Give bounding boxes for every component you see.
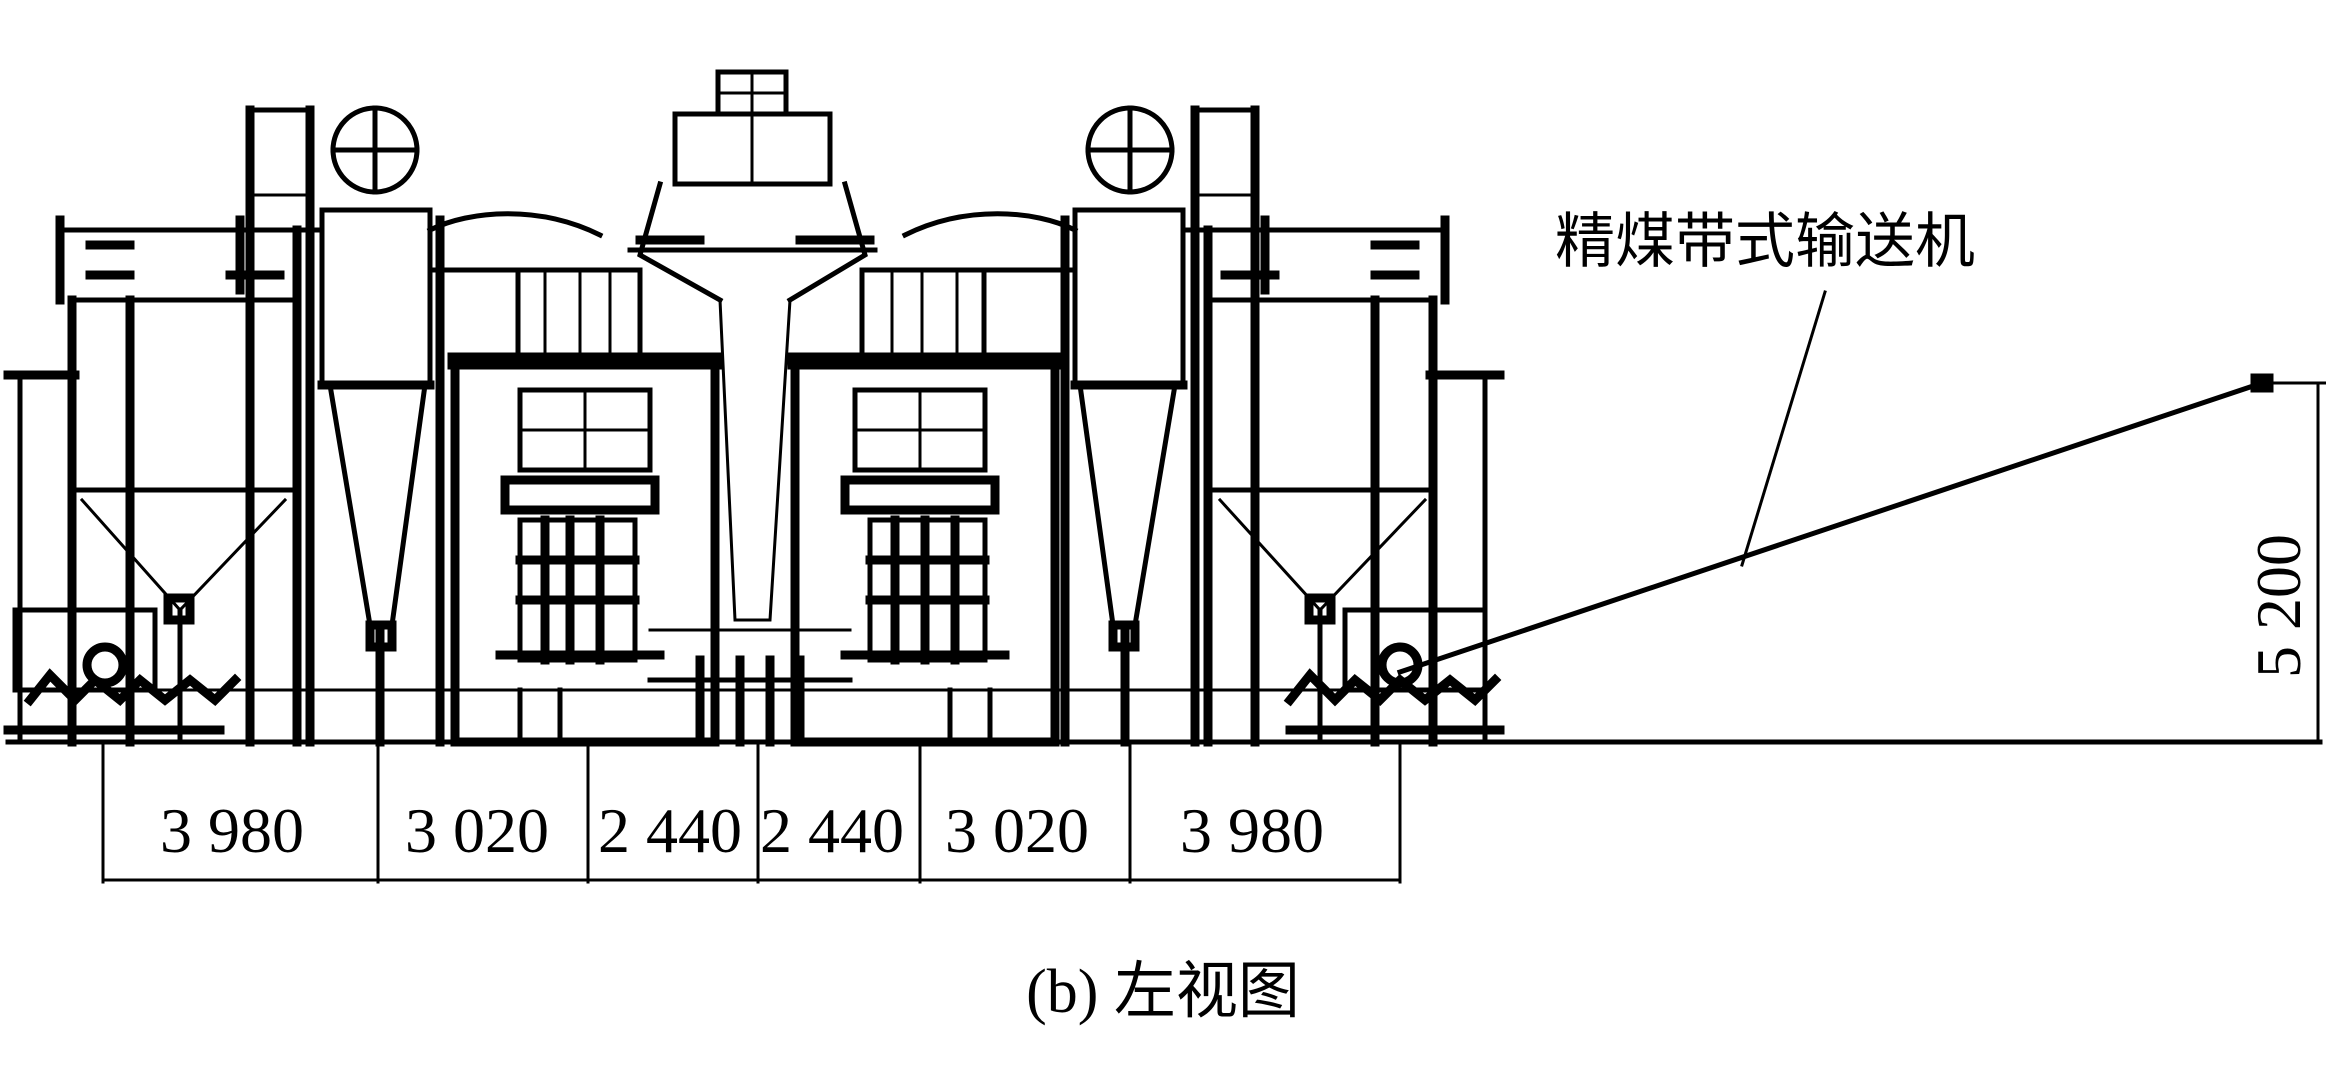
- fine-coal-belt-conveyor: [1396, 373, 2326, 676]
- width-label-4: 2 440: [760, 795, 904, 866]
- left-mill-frame: [447, 267, 723, 747]
- width-label-5: 3 020: [945, 795, 1089, 866]
- right-cyclone: [901, 105, 1188, 747]
- width-label-2: 3 020: [405, 795, 549, 866]
- conveyor-callout: 精煤带式输送机: [1555, 209, 1975, 567]
- conveyor-callout-label: 精煤带式输送机: [1555, 209, 1975, 275]
- left-cyclone: [317, 105, 604, 747]
- width-label-1: 3 980: [160, 795, 304, 866]
- height-dimension-label: 5 200: [2243, 534, 2314, 678]
- left-bag-filter: [3, 105, 323, 747]
- width-dimension-chain: 3 980 3 020 2 440 2 440 3 020 3 980: [101, 740, 1402, 884]
- width-label-6: 3 980: [1180, 795, 1324, 866]
- height-dimension: 5 200: [2243, 381, 2320, 744]
- ground-line: [5, 688, 2323, 745]
- right-mill-frame: [787, 267, 1063, 747]
- figure-caption: (b) 左视图: [1026, 958, 1300, 1026]
- center-hopper: [627, 69, 878, 747]
- width-label-3: 2 440: [598, 795, 742, 866]
- right-bag-filter: [1182, 105, 1505, 747]
